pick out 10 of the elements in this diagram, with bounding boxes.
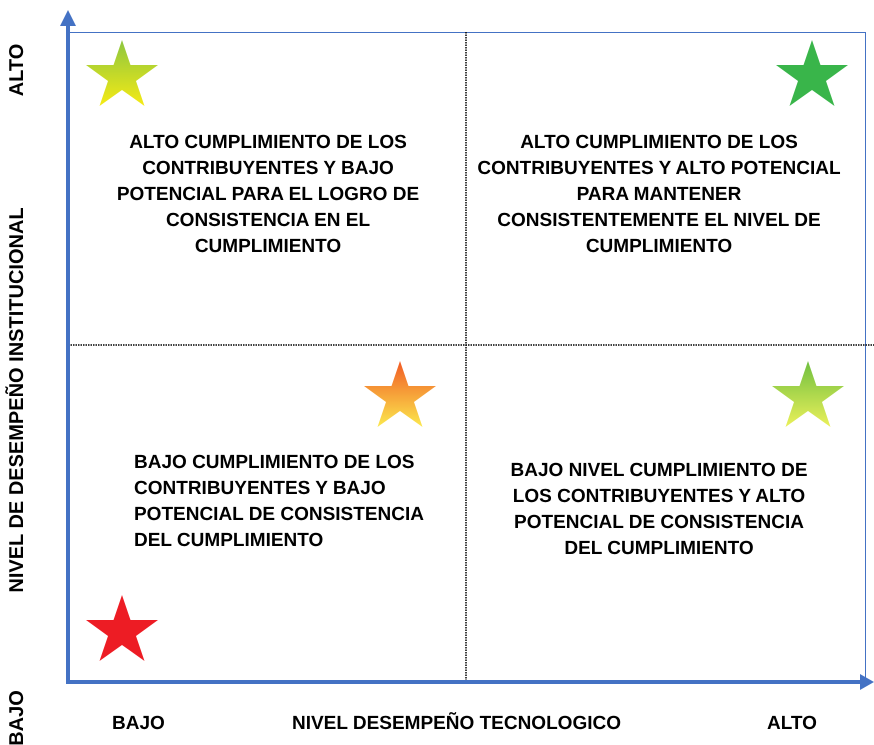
quadrant-text: ALTO CUMPLIMIENTO DE LOS CONTRIBUYENTES Y BAJO POTENCIAL PARA EL LOGRO DE CONSISTENCIA EN EL CUMPLIMIENTO — [116, 131, 420, 259]
quadrant-text: BAJO CUMPLIMIENTO DE LOS CONTRIBUYENTES Y BAJO POTENCIAL DE CONSISTENCIA DEL CUMPLIMIENTO — [134, 451, 424, 553]
axis-title: NIVEL DE DESEMPEÑO INSTITUCIONAL — [4, 207, 29, 593]
axis-label: BAJO — [5, 690, 29, 745]
axis-label: BAJO — [112, 712, 165, 736]
axis-label: ALTO — [5, 44, 29, 96]
quadrant-text: ALTO CUMPLIMIENTO DE LOS CONTRIBUYENTES Y ALTO POTENCIAL PARA MANTENER CONSISTENTEMENTE EL NIVEL DE CUMPLIMIENTO — [476, 131, 842, 259]
axis-title: NIVEL DESEMPEÑO TECNOLOGICO — [292, 712, 622, 736]
axis-label: ALTO — [767, 712, 817, 736]
quadrant-text: BAJO NIVEL CUMPLIMIENTO DE LOS CONTRIBUYENTES Y ALTO POTENCIAL DE CONSISTENCIA DEL CUMPLIMIENTO — [510, 459, 808, 561]
